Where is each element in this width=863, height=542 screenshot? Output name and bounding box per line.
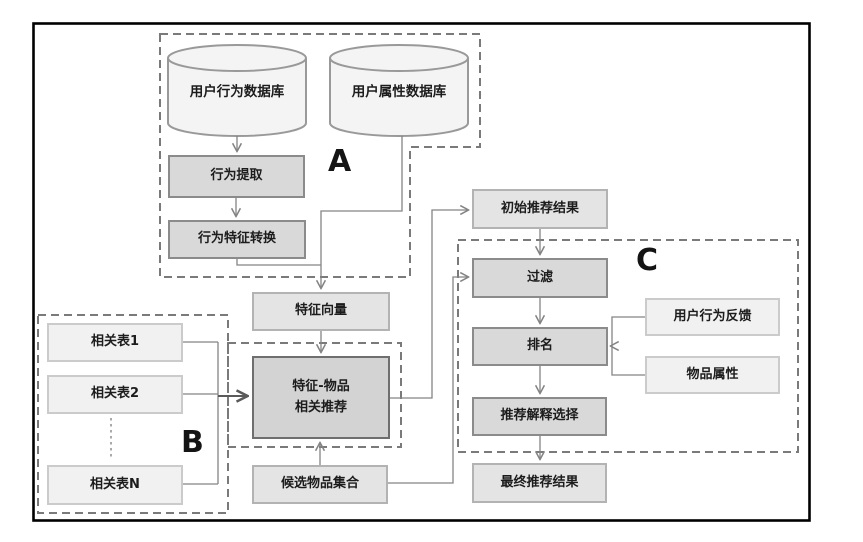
edge-attributedb-featurevector — [321, 136, 403, 288]
node-feature-item-recommend: 特征-物品 相关推荐 — [252, 356, 390, 439]
edge-feedback-bracket — [611, 316, 645, 376]
behavior-database-label: 用户行为数据库 — [189, 84, 285, 100]
node-related-table-2: 相关表2 — [47, 375, 183, 414]
edge-transform-merge — [236, 258, 321, 266]
behavior-database-cylinder — [167, 44, 307, 137]
attribute-database-cylinder — [329, 44, 469, 137]
node-explain-select: 推荐解释选择 — [472, 397, 607, 436]
node-rank: 排名 — [472, 327, 608, 366]
node-final-result: 最终推荐结果 — [472, 463, 607, 503]
node-user-feedback: 用户行为反馈 — [645, 298, 780, 336]
edge-candidates-filter — [388, 277, 468, 484]
group-c-label: C — [636, 243, 660, 278]
node-related-table-n: 相关表N — [47, 465, 183, 505]
node-related-table-1: 相关表1 — [47, 323, 183, 362]
node-candidate-items: 候选物品集合 — [252, 465, 388, 504]
edge-tablen-merge — [183, 342, 219, 485]
attribute-database-label: 用户属性数据库 — [351, 84, 447, 100]
group-a-outline — [159, 33, 481, 278]
group-c-outline — [457, 239, 799, 453]
group-b-label: B — [181, 425, 205, 460]
diagram-frame — [32, 22, 811, 522]
node-behavior-feature-transform: 行为特征转换 — [168, 220, 306, 259]
group-a-label: A — [328, 144, 353, 179]
node-initial-result: 初始推荐结果 — [472, 189, 608, 229]
feature-item-line2: 相关推荐 — [294, 399, 347, 415]
node-feature-vector: 特征向量 — [252, 292, 390, 331]
edge-featureitem-initial — [390, 210, 468, 399]
node-item-attribute: 物品属性 — [645, 356, 780, 394]
node-filter: 过滤 — [472, 258, 608, 298]
node-behavior-extract: 行为提取 — [168, 155, 305, 198]
feature-item-line1: 特征-物品 — [292, 379, 350, 395]
